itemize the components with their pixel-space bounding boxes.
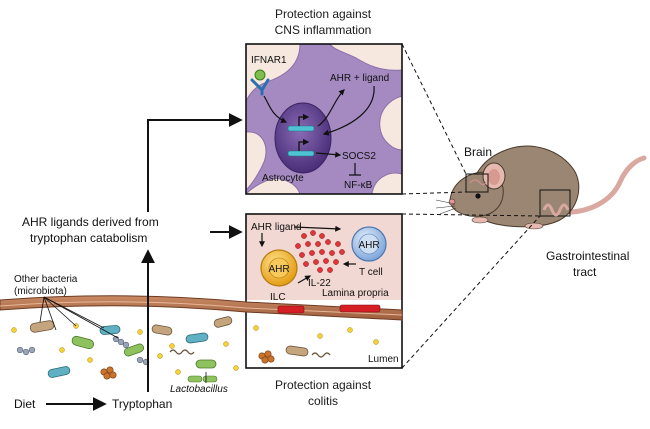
lumen-label: Lumen bbox=[368, 354, 399, 365]
mouse-gi-line1: Gastrointestinal bbox=[546, 249, 629, 263]
tcell-label: T cell bbox=[359, 267, 383, 278]
socs2-label: SOCS2 bbox=[342, 151, 376, 162]
gene-bar-1 bbox=[287, 125, 315, 132]
ilc-ahr-label: AHR bbox=[268, 264, 289, 275]
mouse-brain-box bbox=[465, 173, 489, 193]
title-top-line2: CNS inflammation bbox=[275, 23, 372, 37]
il22-label: IL-22 bbox=[308, 278, 331, 289]
mouse-illustration bbox=[435, 145, 647, 230]
ahr-ligands-line1: AHR ligands derived from bbox=[22, 215, 159, 229]
ligands-to-brain-arrow bbox=[147, 113, 243, 212]
ahr-ligands-line2: tryptophan catabolism bbox=[30, 231, 147, 245]
astrocyte-nucleus bbox=[274, 102, 332, 174]
gut-ahr-ligand-label: AHR ligand bbox=[251, 222, 302, 233]
epithelium-band bbox=[0, 295, 403, 321]
lactobacillus-label: Lactobacillus bbox=[170, 384, 228, 395]
ilc-label: ILC bbox=[270, 292, 286, 303]
microbiota bbox=[11, 316, 379, 383]
il22-molecules bbox=[295, 230, 345, 273]
other-bacteria-line2: (microbiota) bbox=[14, 286, 67, 297]
bacteria-pointer-lines bbox=[39, 296, 119, 339]
gut-panel: AHR ligand AHR T cell AHR ILC IL-22 Lami… bbox=[245, 213, 403, 369]
nfkb-label: NF-κB bbox=[344, 180, 373, 191]
lamina-propria-label: Lamina propria bbox=[322, 288, 389, 299]
ifnar1-receptor-icon bbox=[250, 69, 270, 96]
brain-panel: IFNAR1 AHR + ligand SOCS2 NF-κB Astrocyt… bbox=[245, 43, 403, 195]
gene-bar-2 bbox=[287, 150, 315, 157]
other-bacteria-line1: Other bacteria bbox=[14, 274, 78, 285]
mouse-brain-label: Brain bbox=[464, 145, 492, 159]
tcell-ahr-label: AHR bbox=[358, 240, 379, 251]
mouse-gi-line2: tract bbox=[573, 265, 597, 279]
tryptophan-label: Tryptophan bbox=[112, 397, 172, 411]
ifnar1-label: IFNAR1 bbox=[251, 55, 287, 66]
astrocyte-label: Astrocyte bbox=[262, 173, 304, 184]
zoom-connectors bbox=[401, 43, 541, 369]
title-bottom-line1: Protection against bbox=[275, 378, 372, 392]
title-bottom-line2: colitis bbox=[308, 394, 338, 408]
ahr-ligand-label: AHR + ligand bbox=[330, 73, 389, 84]
title-top-line1: Protection against bbox=[275, 7, 372, 21]
diet-label: Diet bbox=[14, 397, 36, 411]
